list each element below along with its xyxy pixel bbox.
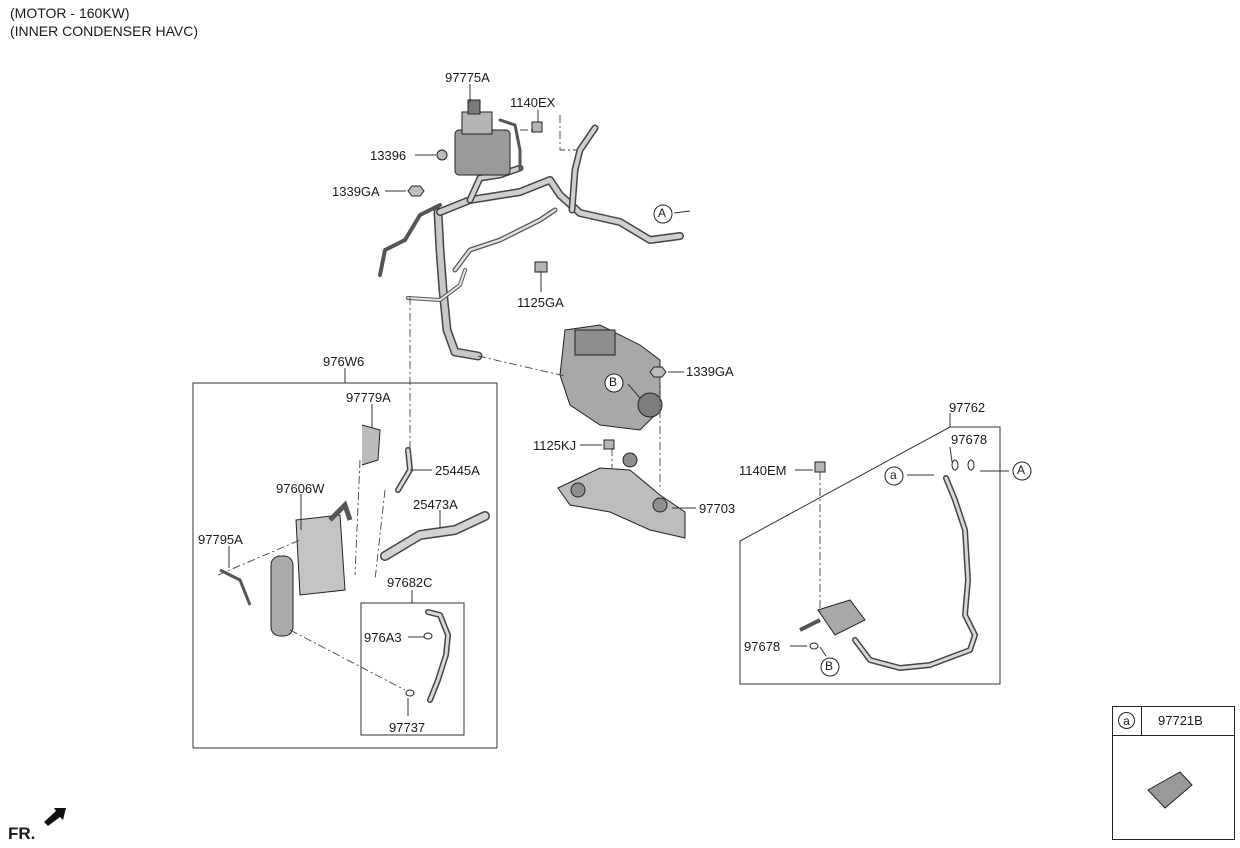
callout-1140em[interactable]: 1140EM [739,463,787,478]
chiller-97606w [270,500,353,637]
sensor-97721b [1147,771,1193,809]
marker-circle-a-right-left [884,466,904,486]
callout-1339ga-top[interactable]: 1339GA [332,184,380,199]
callout-1339ga-mid[interactable]: 1339GA [686,364,734,379]
callout-97682c[interactable]: 97682C [387,575,433,590]
callout-97779a[interactable]: 97779A [346,390,391,405]
legend-header: a 97721B [1113,707,1234,736]
legend-part-number[interactable]: 97721B [1158,713,1203,728]
callout-13396[interactable]: 13396 [370,148,407,163]
bolt-1125kj [603,439,615,450]
marker-a-upper[interactable]: A [658,206,667,220]
header-motor-spec: (MOTOR - 160KW) [10,5,130,21]
header-condenser-spec: (INNER CONDENSER HAVC) [10,23,198,39]
bracket-97779a [361,424,381,466]
bracket-97795a [219,568,252,606]
hose-25445a [395,447,413,493]
legend-divider [1141,707,1142,735]
main-hose-assembly [378,118,684,361]
hose-97762 [852,475,978,671]
marker-b-receiver[interactable]: B [825,659,834,673]
bolt-1125ga [534,261,548,273]
callout-97606w[interactable]: 97606W [276,481,325,496]
marker-circle-b-receiver [820,657,840,677]
bracket-97703 [557,452,686,539]
front-arrow-icon [44,808,66,826]
callout-1125kj[interactable]: 1125KJ [533,438,577,453]
callout-97737[interactable]: 97737 [389,720,426,735]
hose-97682c [425,609,451,703]
callout-1125ga[interactable]: 1125GA [517,295,564,310]
legend-box: a 97721B [1112,706,1235,840]
callout-97795a[interactable]: 97795A [198,532,243,547]
fastener-1339ga-top [407,185,425,197]
valve-97775a [454,99,511,176]
legend-ref: a [1118,712,1135,729]
fastener-1339ga-mid [649,366,667,378]
bolt-1140ex [531,121,543,133]
callout-25473a[interactable]: 25473A [413,497,458,512]
marker-a-right-left[interactable]: a [890,468,897,482]
callout-97775a[interactable]: 97775A [445,70,490,85]
callout-1140ex[interactable]: 1140EX [510,95,556,110]
callout-97678-top[interactable]: 97678 [951,432,988,447]
front-orientation-label: FR. [8,824,36,843]
receiver-drier [799,599,866,636]
group-box-97762 [739,426,1001,685]
callout-976w6[interactable]: 976W6 [323,354,365,369]
callout-976a3[interactable]: 976A3 [364,630,402,645]
marker-a-right-right[interactable]: A [1017,463,1026,477]
callout-97703[interactable]: 97703 [699,501,736,516]
hose-25473a [380,511,490,561]
marker-circle-a-upper [653,204,673,224]
fastener-13396 [436,149,448,161]
marker-circle-b-compressor [604,373,624,393]
callout-97678-bottom[interactable]: 97678 [744,639,781,654]
bolt-1140em [814,461,826,473]
marker-b-compressor[interactable]: B [609,375,618,389]
callout-25445a[interactable]: 25445A [435,463,480,478]
group-box-97682c [360,602,465,736]
callout-97762[interactable]: 97762 [949,400,986,415]
group-bracket-976w6 [192,382,498,748]
marker-circle-a-right-right [1012,461,1032,481]
